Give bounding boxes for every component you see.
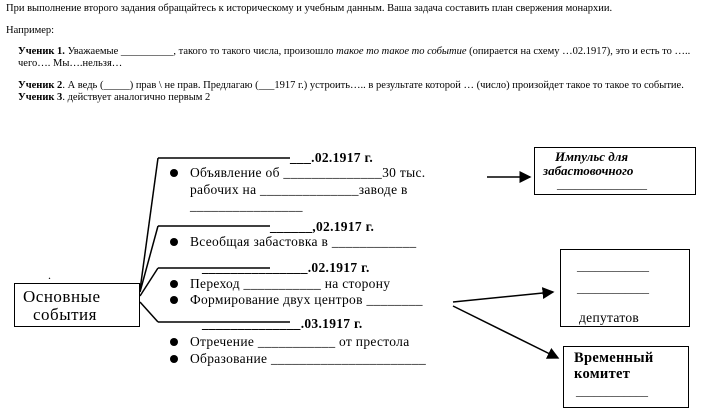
student1-text: Ученик 1. Уважаемые __________, такого т…: [18, 45, 690, 58]
group4-date: ______________.03.1917 г.: [202, 316, 363, 331]
group1-date: ___.02.1917 г.: [290, 150, 374, 165]
main-box-line2: события: [33, 305, 97, 324]
intro-line: При выполнение второго задания обращайте…: [6, 3, 613, 14]
arrow-deputies: [452, 287, 555, 303]
student3-text: Ученик 3. действует аналогично первым 2: [18, 91, 210, 104]
committee-line3: ____________: [576, 384, 648, 398]
deputies-line1: ____________: [577, 259, 649, 273]
group3-line2: Формирование двух центров ________: [190, 292, 423, 307]
impulse-box: Импульс для забастовочного _____________…: [534, 147, 696, 195]
impulse-line3: _______________: [557, 177, 647, 191]
bullet-icon: [170, 338, 178, 346]
deputies-line2: ____________: [577, 281, 649, 295]
student3-label: Ученик 3: [18, 92, 63, 103]
group3-line1: Переход ___________ на сторону: [190, 276, 391, 291]
committee-box: Временный комитет ____________: [563, 346, 689, 408]
group3-date: _______________.02.1917 г.: [202, 260, 370, 275]
branch-line-2: [139, 225, 159, 293]
student2-text: Ученик 2. А ведь (_____) прав \ не прав.…: [18, 79, 684, 92]
arrow-committee: [452, 305, 560, 359]
committee-line2: комитет: [574, 366, 631, 382]
branch-line-1: [139, 157, 159, 291]
main-events-box: Основные события: [14, 283, 140, 327]
student1-italic: такое то такое то событие: [336, 46, 467, 57]
group1-line3: ________________: [190, 198, 303, 213]
deputies-box: ____________ ____________ депутатов: [560, 249, 690, 327]
group2-line1: Всеобщая забастовка в ____________: [190, 234, 417, 249]
student3-body: . действует аналогично первым 2: [62, 92, 211, 103]
branch-line-3: [139, 267, 159, 297]
deputies-label: депутатов: [579, 310, 640, 325]
branch-line-4: [139, 301, 159, 323]
student1-part-a: Уважаемые __________, такого то такого ч…: [67, 46, 334, 57]
bullet-icon: [170, 355, 178, 363]
group2-date: ______,02.1917 г.: [270, 219, 375, 234]
bullet-icon: [170, 296, 178, 304]
example-label: Например:: [6, 25, 55, 36]
group1-line2: рабочих на ______________заводе в: [190, 182, 408, 197]
main-box-line1: Основные: [23, 287, 101, 306]
group4-line2: Образование ______________________: [190, 351, 427, 366]
stray-dot: .: [48, 268, 51, 282]
student1-line2: чего…. Мы….нельзя…: [18, 58, 123, 69]
bullet-icon: [170, 238, 178, 246]
bullet-icon: [170, 280, 178, 288]
student1-part-b: (опирается на схему …02.1917), это и ест…: [469, 46, 691, 57]
impulse-line1: Импульс для: [555, 149, 629, 164]
group1-line1: Объявление об ______________30 тыс.: [190, 165, 426, 180]
bullet-icon: [170, 169, 178, 177]
student2-label: Ученик 2: [18, 80, 63, 91]
committee-line1: Временный: [574, 350, 654, 366]
impulse-line2: забастовочного: [543, 163, 634, 178]
student1-label: Ученик 1.: [18, 46, 65, 57]
student2-body: . А ведь (_____) прав \ не прав. Предлаг…: [62, 80, 684, 91]
group4-line1: Отречение ___________ от престола: [190, 334, 410, 349]
